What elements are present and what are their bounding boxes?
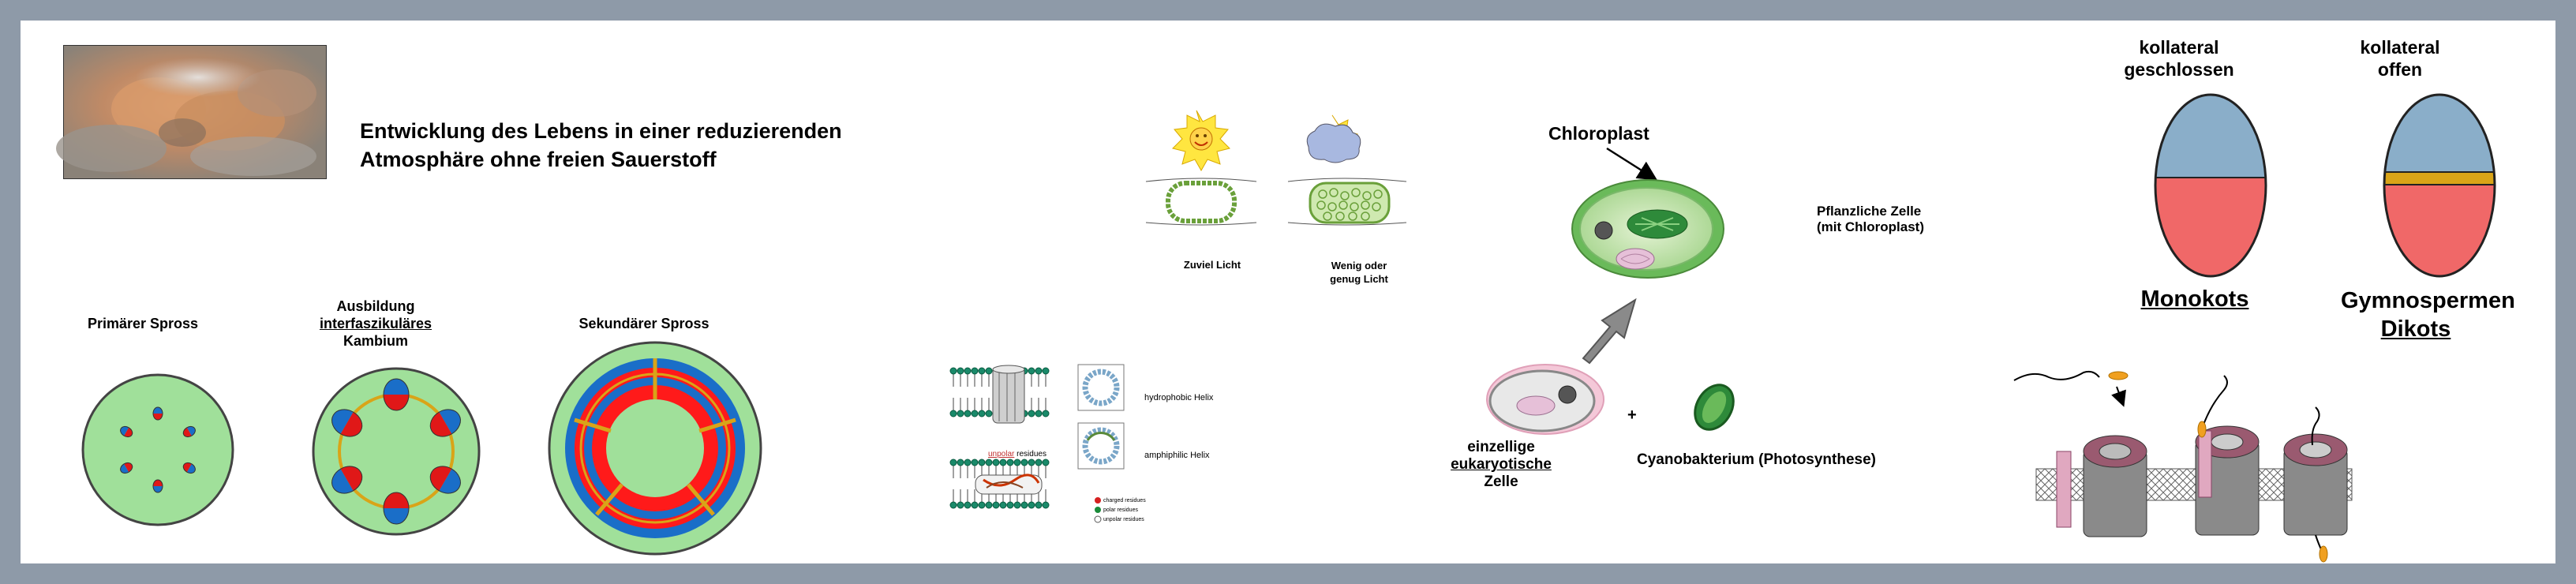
enough-light-label-line2: genug Licht xyxy=(1330,273,1388,285)
open-bundle-diagram xyxy=(2383,93,2496,278)
vascular-bundle xyxy=(383,378,410,411)
amphiphilic-helix-lying xyxy=(975,474,1043,495)
legend-polar: polar residues xyxy=(1103,507,1138,513)
light-diagram xyxy=(1145,110,1407,226)
endosymbiosis-diagram: + xyxy=(1486,147,1735,435)
cambium-stem-diagram xyxy=(312,367,481,536)
vascular-bundle xyxy=(331,466,363,494)
helix-wheel-hydrophobic xyxy=(1077,364,1125,411)
cyanobacterium-icon xyxy=(1694,384,1735,431)
cloudy-sun-icon xyxy=(1306,114,1361,163)
amphiphilic-helix-label: amphiphilic Helix xyxy=(1144,451,1210,460)
open-bundle-label-line1: kollateral xyxy=(2360,37,2440,58)
legend-charged: charged residues xyxy=(1103,498,1146,504)
secondary-stem-label: Sekundärer Spross xyxy=(578,316,710,331)
euk-cell-label-line3: Zelle xyxy=(1484,474,1518,490)
dikots-label: Dikots xyxy=(2380,316,2451,342)
vascular-bundle xyxy=(429,466,461,494)
helix-bundle xyxy=(992,365,1025,424)
closed-bundle-label-line1: kollateral xyxy=(2139,37,2219,58)
cyanobacterium-label: Cyanobakterium (Photosynthese) xyxy=(1637,451,1876,468)
helix-wheel-amphiphilic xyxy=(1077,422,1125,470)
cambium-label-line2: interfaszikuläres xyxy=(319,316,432,331)
too-much-light-label: Zuviel Licht xyxy=(1183,259,1241,271)
legend-unpolar: unpolar residues xyxy=(1103,517,1144,522)
channel-2 xyxy=(2195,375,2260,536)
plant-cell-label-line2: (mit Chloroplast) xyxy=(1817,219,1924,234)
intro-title-line2: Atmosphäre ohne freien Sauerstoff xyxy=(360,148,717,171)
closed-bundle-diagram xyxy=(2154,93,2267,278)
secondary-stem-diagram xyxy=(548,341,762,556)
enough-light-label-line1: Wenig oder xyxy=(1331,260,1387,271)
vascular-bundle xyxy=(429,409,461,437)
primary-stem-label: Primärer Spross xyxy=(87,316,199,331)
sun-icon xyxy=(1172,110,1230,172)
euk-cell-label-line1: einzellige xyxy=(1467,439,1535,455)
vascular-bundle xyxy=(383,492,410,525)
plus-sign: + xyxy=(1627,406,1637,424)
plant-cell-label-line1: Pflanzliche Zelle xyxy=(1817,204,1922,219)
arrow-up-right-icon xyxy=(1582,298,1637,365)
gymnospermen-label: Gymnospermen xyxy=(2341,288,2515,313)
vascular-bundle xyxy=(120,425,133,438)
vascular-bundle xyxy=(152,406,163,421)
membrane-diagram xyxy=(949,364,1125,523)
intro-title-line1: Entwicklung des Lebens in einer reduzier… xyxy=(360,119,842,143)
unpolar-label: unpolar xyxy=(988,450,1015,459)
euk-cell-label-line2: eukaryotische xyxy=(1451,456,1552,473)
chloroplast-label: Chloroplast xyxy=(1548,123,1649,144)
slide: Entwicklung des Lebens in einer reduzier… xyxy=(21,21,2555,563)
vascular-bundle xyxy=(182,462,196,474)
vascular-bundle xyxy=(182,425,196,438)
monokots-label: Monokots xyxy=(2140,286,2249,312)
membrane-channel-diagram xyxy=(2013,370,2353,563)
open-bundle-label-line2: offen xyxy=(2377,59,2423,80)
residues-label: residues xyxy=(1017,450,1046,459)
cambium-label-line1: Ausbildung xyxy=(336,298,415,314)
eukaryotic-cell-icon xyxy=(1486,364,1604,435)
plant-cell-icon xyxy=(1571,179,1724,279)
vascular-bundle xyxy=(331,409,363,437)
primary-stem-diagram xyxy=(81,373,234,526)
vascular-bundle xyxy=(152,479,163,493)
channel-1 xyxy=(2056,435,2147,537)
hydrophobic-helix-label: hydrophobic Helix xyxy=(1144,393,1214,402)
channel-3 xyxy=(2283,406,2348,563)
cambium-label-line3: Kambium xyxy=(343,333,408,349)
hot-spring-photo xyxy=(56,45,327,179)
vascular-bundle xyxy=(120,462,133,474)
closed-bundle-label-line2: geschlossen xyxy=(2124,59,2234,80)
